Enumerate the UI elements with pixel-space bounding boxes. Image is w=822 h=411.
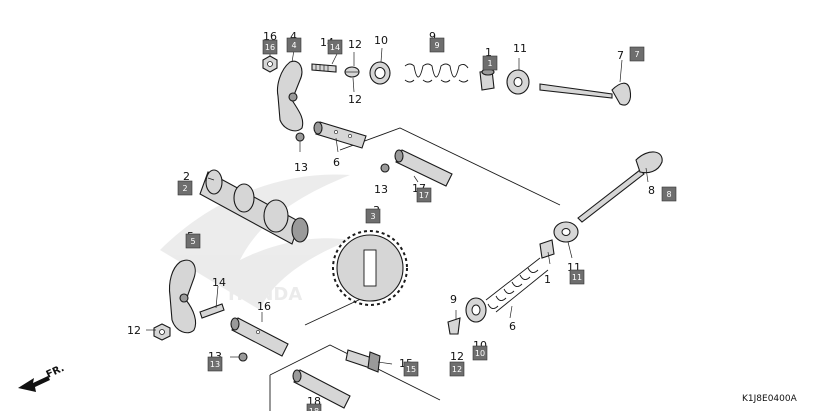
part-badge-label: 3 <box>370 212 375 221</box>
part-badge: 12 <box>449 361 465 377</box>
callout-number: 13 <box>294 161 308 174</box>
front-arrow-icon <box>18 376 50 392</box>
spring-retainer-lower <box>465 297 487 323</box>
rocker-shaft-upper <box>313 121 367 149</box>
part-badge-label: 9 <box>434 41 439 50</box>
rocker-arm-upper <box>276 60 304 132</box>
callout-number: 12 <box>348 93 362 106</box>
bolt-lower <box>238 352 248 362</box>
part-badge-label: 4 <box>291 41 296 50</box>
spring-retainer-upper <box>369 61 391 85</box>
cam-sprocket <box>332 230 408 306</box>
rocker-shaft-right <box>394 149 453 187</box>
part-badge: 3 <box>365 208 381 224</box>
callout-number: 14 <box>212 276 226 289</box>
valve-spring-upper <box>404 63 469 83</box>
part-badge: 13 <box>207 356 223 372</box>
cotter-upper <box>344 66 360 78</box>
part-badge: 11 <box>569 269 585 285</box>
part-badge: 14 <box>327 39 343 55</box>
callout-number: 13 <box>374 183 388 196</box>
part-badge-label: 17 <box>419 191 429 200</box>
adjust-screw-upper <box>311 63 337 73</box>
callout-number: 12 <box>127 324 141 337</box>
callout-number: 7 <box>617 49 624 62</box>
callout-number: 12 <box>450 350 464 363</box>
callout-number: 1 <box>544 273 551 286</box>
part-badge: 16 <box>262 39 278 55</box>
spring-seat-upper <box>506 69 530 95</box>
part-badge: 10 <box>472 345 488 361</box>
stem-seal-upper <box>479 68 495 91</box>
part-badge-label: 8 <box>666 190 671 199</box>
part-badge-label: 15 <box>406 365 416 374</box>
callout-number: 9 <box>429 30 436 43</box>
callout-number: 12 <box>348 38 362 51</box>
nut-lower <box>153 323 171 341</box>
callout-number: 6 <box>333 156 340 169</box>
part-badge-label: 18 <box>309 407 319 411</box>
callout-number: 4 <box>290 30 297 43</box>
part-badge-label: 1 <box>487 59 492 68</box>
part-badge-label: 16 <box>265 43 275 52</box>
bolt-upper-right <box>380 163 390 173</box>
rocker-shaft-lower <box>230 317 289 357</box>
part-badge: 2 <box>177 180 193 196</box>
rocker-arm-lower <box>168 259 197 334</box>
part-badge: 7 <box>629 46 645 62</box>
nut-upper <box>262 55 278 73</box>
part-badge-label: 13 <box>210 360 220 369</box>
flange-bolt <box>345 349 381 373</box>
part-badge: 9 <box>429 37 445 53</box>
part-badge: 18 <box>306 403 322 411</box>
part-badge: 5 <box>185 233 201 249</box>
part-badge-label: 10 <box>475 349 485 358</box>
part-badges: 16414917283175111012131518 <box>177 37 677 411</box>
callout-number: 11 <box>513 42 527 55</box>
watermark-wing: HONDA <box>160 174 350 310</box>
part-badge: 15 <box>403 361 419 377</box>
cotter-lower <box>447 317 461 335</box>
callout-number: 8 <box>648 184 655 197</box>
callout-number: 10 <box>374 34 388 47</box>
part-badge: 8 <box>661 186 677 202</box>
rocker-shaft-bottom <box>292 369 351 409</box>
callout-number: 9 <box>450 293 457 306</box>
part-badge-label: 2 <box>182 184 187 193</box>
part-badge: 4 <box>286 37 302 53</box>
callout-number: 6 <box>509 320 516 333</box>
valve-intake <box>577 151 663 223</box>
part-badge-label: 11 <box>572 273 582 282</box>
camshaft <box>199 169 309 245</box>
part-badge: 1 <box>482 55 498 71</box>
valve-exhaust <box>539 82 632 106</box>
bolt-upper-left <box>295 132 305 152</box>
diagram-code: K1J8E0400A <box>742 394 798 404</box>
front-direction-indicator: FR. <box>18 363 66 392</box>
callout-number: 16 <box>257 300 271 313</box>
front-label: FR. <box>45 363 66 381</box>
stem-seal-lower <box>539 239 555 259</box>
part-badge-label: 5 <box>190 237 195 246</box>
part-badge-label: 14 <box>330 43 340 52</box>
valve-spring-lower <box>485 257 549 313</box>
callout-number: 1 <box>485 46 492 59</box>
part-badge: 17 <box>416 187 432 203</box>
adjust-screw-lower <box>199 303 225 319</box>
part-badge-label: 7 <box>634 50 639 59</box>
spring-seat-lower <box>553 221 579 243</box>
part-badge-label: 12 <box>452 365 462 374</box>
svg-text:HONDA: HONDA <box>228 284 302 305</box>
callout-number: 2 <box>183 170 190 183</box>
